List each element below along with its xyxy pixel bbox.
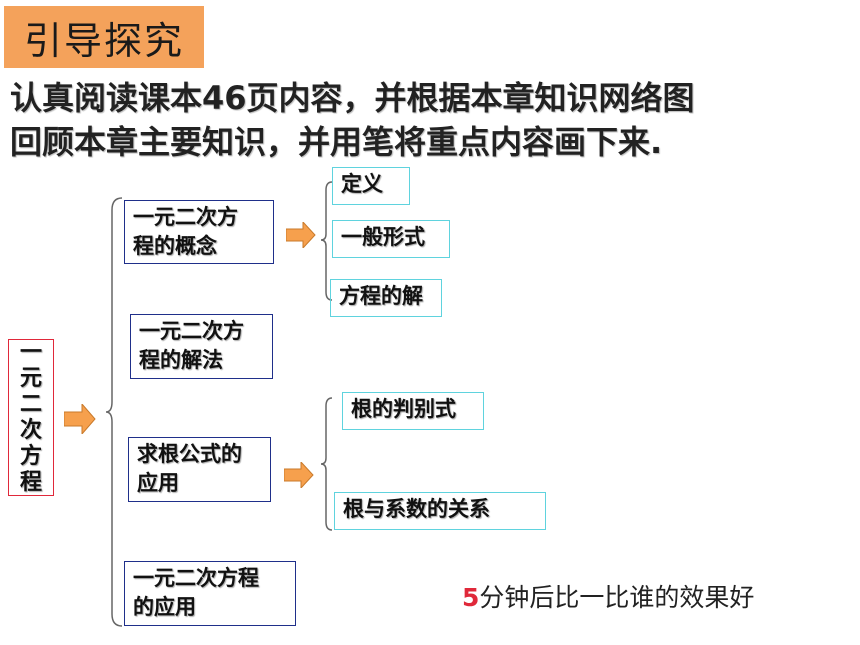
concept-brace-icon	[320, 181, 333, 301]
item-general-form: 一般形式	[332, 220, 450, 258]
node-solving-line2: 程的解法	[139, 348, 223, 372]
node-formula-line1: 求根公式的	[137, 442, 242, 466]
main-brace-icon	[105, 197, 123, 627]
formula-arrow-icon	[284, 462, 314, 488]
node-concept-line1: 一元二次方	[133, 205, 238, 229]
node-concept-line2: 程的概念	[133, 234, 217, 258]
node-solving-methods: 一元二次方 程的解法	[130, 314, 273, 379]
node-formula-line2: 应用	[137, 471, 179, 495]
item-equation-solution: 方程的解	[330, 279, 442, 317]
timer-note: 5分钟后比一比谁的效果好	[462, 578, 754, 614]
root-arrow-icon	[64, 404, 96, 434]
root-char: 方	[19, 443, 42, 469]
node-solving-line1: 一元二次方	[139, 319, 244, 343]
instruction-line-1: 认真阅读课本46页内容，并根据本章知识网络图	[10, 79, 695, 117]
timer-note-number: 5	[462, 583, 480, 612]
root-char: 一	[19, 339, 42, 365]
instruction-text: 认真阅读课本46页内容，并根据本章知识网络图 回顾本章主要知识，并用笔将重点内容…	[10, 76, 840, 164]
section-title: 引导探究	[4, 6, 204, 68]
node-formula-application: 求根公式的 应用	[128, 437, 271, 502]
node-concept: 一元二次方 程的概念	[124, 200, 274, 264]
instruction-line-2: 回顾本章主要知识，并用笔将重点内容画下来.	[10, 123, 663, 161]
node-application-line2: 的应用	[133, 595, 196, 619]
root-char: 次	[19, 417, 42, 443]
root-char: 元	[19, 365, 42, 391]
formula-brace-icon	[320, 397, 333, 531]
root-char: 二	[19, 391, 42, 417]
node-application-line1: 一元二次方程	[133, 566, 259, 590]
item-discriminant: 根的判别式	[342, 392, 484, 430]
concept-arrow-icon	[286, 222, 316, 248]
root-node-quadratic-equation: 一 元 二 次 方 程	[8, 339, 54, 496]
timer-note-text: 分钟后比一比谁的效果好	[479, 583, 755, 612]
node-application: 一元二次方程 的应用	[124, 561, 296, 626]
item-vieta-relations: 根与系数的关系	[334, 492, 546, 530]
root-char: 程	[19, 469, 42, 495]
item-definition: 定义	[332, 167, 410, 205]
